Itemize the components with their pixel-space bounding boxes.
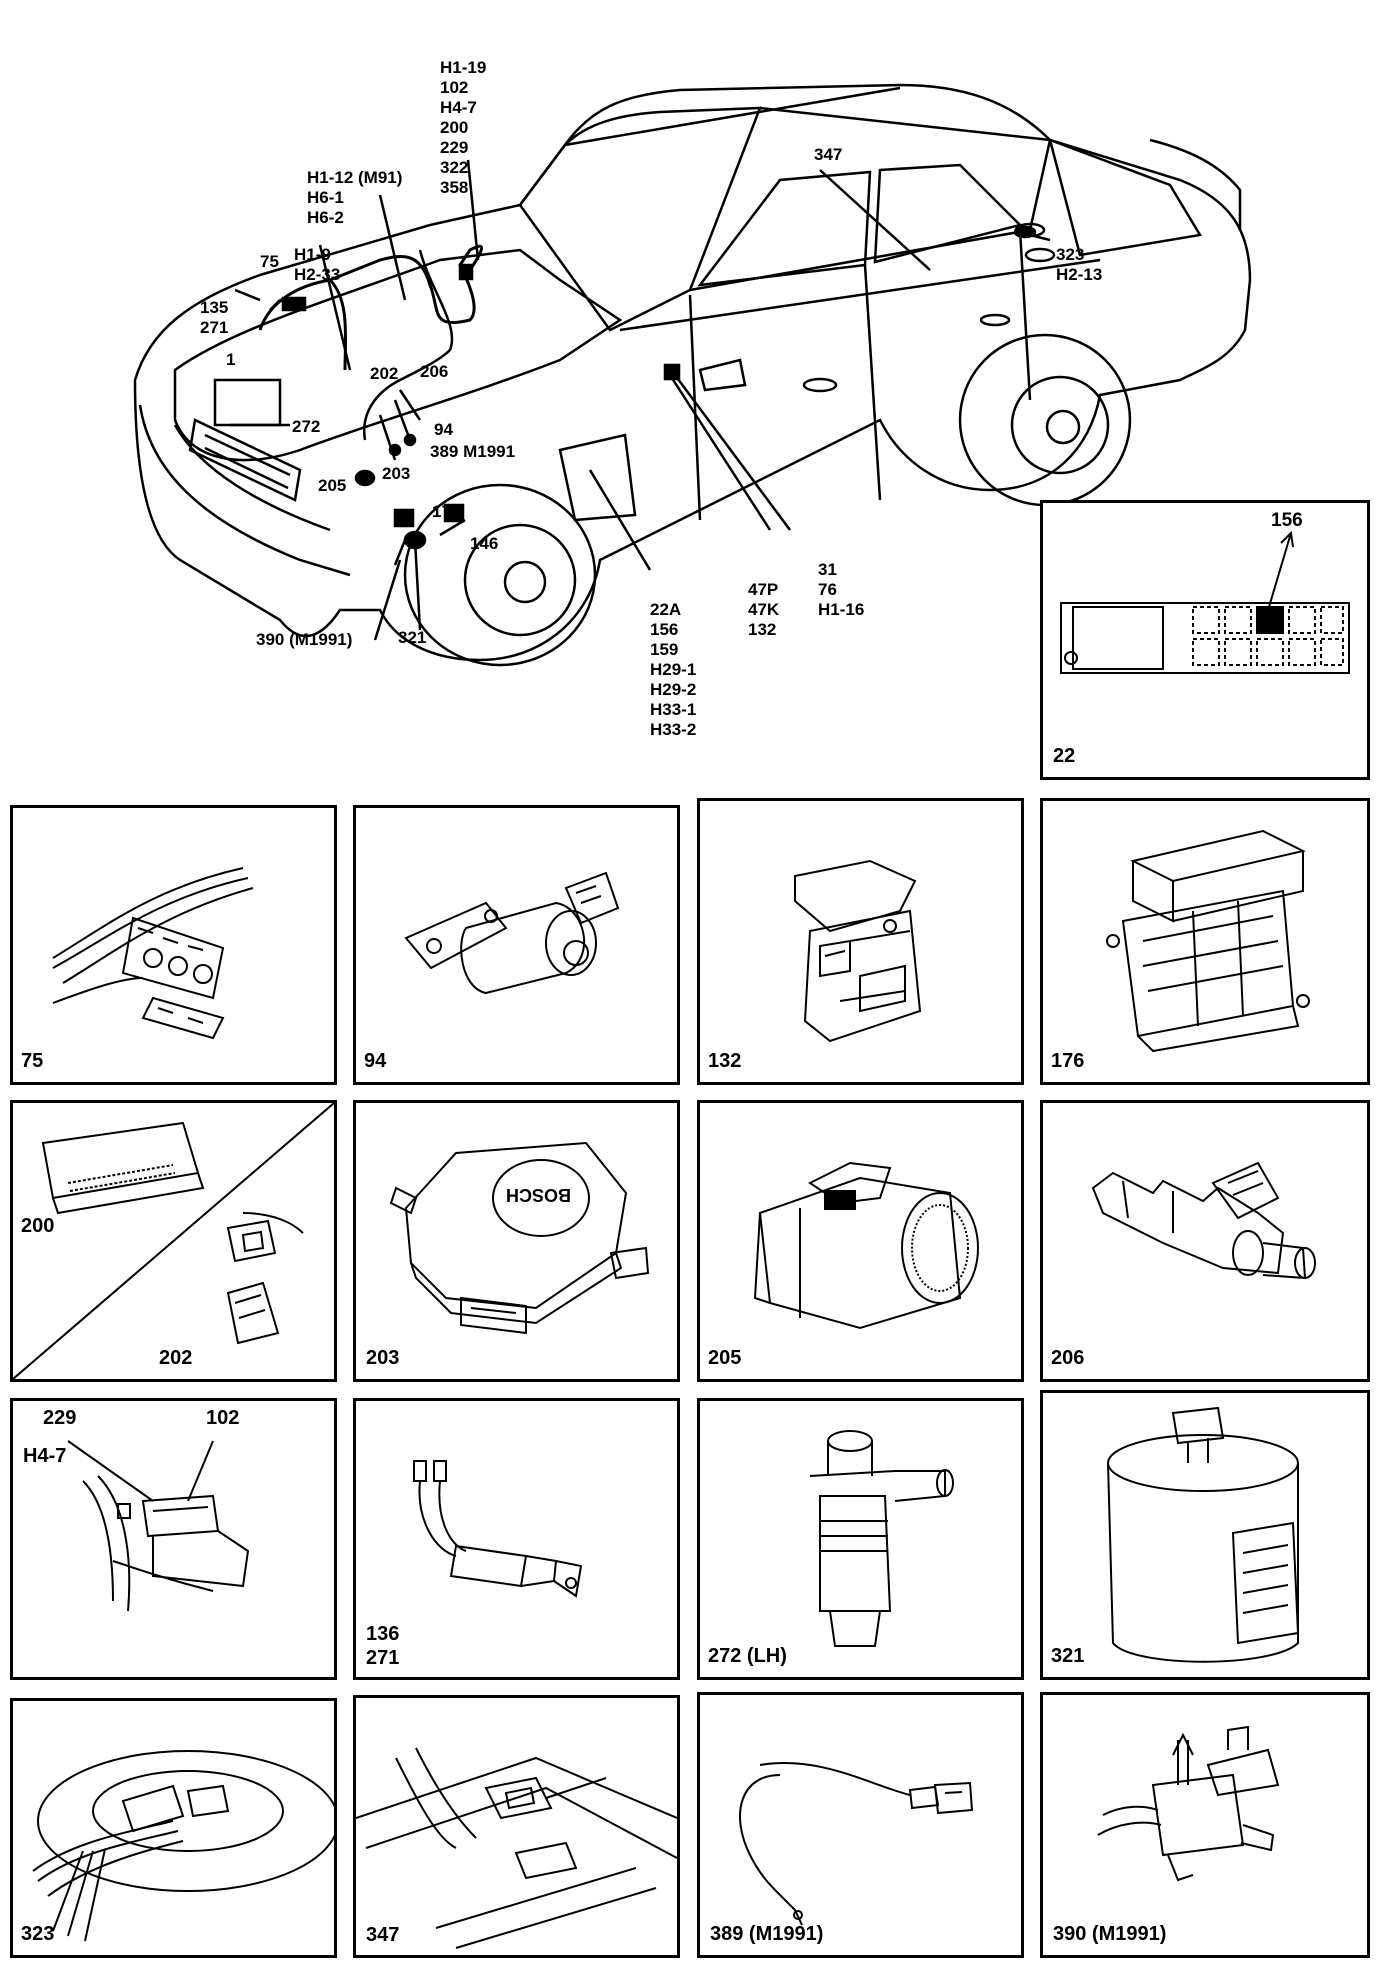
callout-text: 271 [200,318,229,337]
callout-text: H1-12 (M91) [307,168,403,187]
panel-label: 390 (M1991) [1053,1923,1167,1945]
callout-text: H1-16 [818,600,865,619]
panel-203: BOSCH 203 [353,1100,680,1382]
fusebox-label: 22 [1053,745,1076,767]
panel-94: 94 [353,805,680,1085]
panel-label: 132 [708,1050,742,1072]
panel-label: 94 [364,1050,387,1072]
fuse-156-marker [1256,606,1284,634]
panel-272: 272 (LH) [697,1398,1024,1680]
fusebox-inset: 156 22 [1040,500,1370,780]
panel-206: 206 [1040,1100,1370,1382]
callout-389: 389 M1991 [430,442,516,461]
callout-text: 323 [1056,245,1085,264]
panel-label: 176 [1051,1050,1085,1072]
callout-75: 75 [260,252,279,271]
callout-text: 31 [818,560,837,579]
callout-1: 1 [226,350,236,369]
panel-label: 272 (LH) [708,1645,787,1667]
callout-202: 202 [370,364,399,383]
callout-text: H1-9 [294,245,331,264]
callout-390: 390 (M1991) [256,630,353,649]
panel-323: 323 [10,1698,337,1958]
panel-label: 323 [21,1923,55,1945]
callout-text: 200 [440,118,469,137]
callout-206: 206 [420,362,449,381]
panel-label-136: 136 [366,1623,400,1645]
panel-176: 176 [1040,798,1370,1085]
callout-text: H6-1 [307,188,344,207]
panel-389: 389 (M1991) [697,1692,1024,1958]
panel-label: 203 [366,1347,400,1369]
callout-text: 102 [440,78,469,97]
panel-label: 321 [1051,1645,1085,1667]
front-wheel [403,483,597,667]
panel-75: 75 [10,805,337,1085]
callout-272: 272 [292,417,321,436]
callout-text: 22A [650,600,682,619]
panel-label-h4-7: H4-7 [23,1445,67,1467]
bosch-stamp: BOSCH [506,1185,571,1205]
panel-132: 132 [697,798,1024,1085]
panel-label: 75 [21,1050,44,1072]
callout-text: 159 [650,640,679,659]
callout-205: 205 [318,476,347,495]
callout-176: 176 [432,502,461,521]
callout-text: 229 [440,138,469,157]
panel-label: 206 [1051,1347,1085,1369]
callout-text: 47K [748,600,780,619]
callout-text: H29-2 [650,680,697,699]
callout-94: 94 [434,420,453,439]
panel-347: 347 [353,1695,680,1958]
callout-321: 321 [398,628,427,647]
callout-text: H33-1 [650,700,697,719]
callout-146: 146 [470,534,499,553]
panel-label: 389 (M1991) [710,1923,824,1945]
panel-390: 390 (M1991) [1040,1692,1370,1958]
panel-label-102: 102 [206,1407,240,1429]
panel-205: 205 [697,1100,1024,1382]
callout-text: H6-2 [307,208,344,227]
callout-203: 203 [382,464,411,483]
rear-wheel [958,333,1132,507]
callout-347: 347 [814,145,843,164]
battery [213,378,282,427]
panel-136-271: 136 271 [353,1398,680,1680]
panel-label-229: 229 [43,1407,77,1429]
callout-text: H1-19 [440,58,487,77]
callout-text: H33-2 [650,720,697,739]
panel-label: 205 [708,1347,742,1369]
car-illustration [133,83,1252,667]
panel-200-202: 200 202 [10,1100,337,1382]
callout-text: H2-13 [1056,265,1103,284]
panel-321: 321 [1040,1390,1370,1680]
callout-text: H29-1 [650,660,697,679]
panel-label-202: 202 [159,1347,193,1369]
panel-label-200: 200 [21,1215,55,1237]
panel-label: 347 [366,1924,400,1946]
callout-text: 358 [440,178,469,197]
fusebox-marker-label: 156 [1271,510,1303,531]
callout-text: H4-7 [440,98,477,117]
panel-label-271: 271 [366,1647,400,1669]
callout-text: 322 [440,158,469,177]
callout-text: 76 [818,580,837,599]
car-body-outline [133,83,1252,662]
callout-text: 132 [748,620,777,639]
callout-text: 135 [200,298,229,317]
callout-text: 47P [748,580,779,599]
callout-text: 156 [650,620,679,639]
callout-text: H2-33 [294,265,341,284]
panel-229-102: 229 102 H4-7 [10,1398,337,1680]
